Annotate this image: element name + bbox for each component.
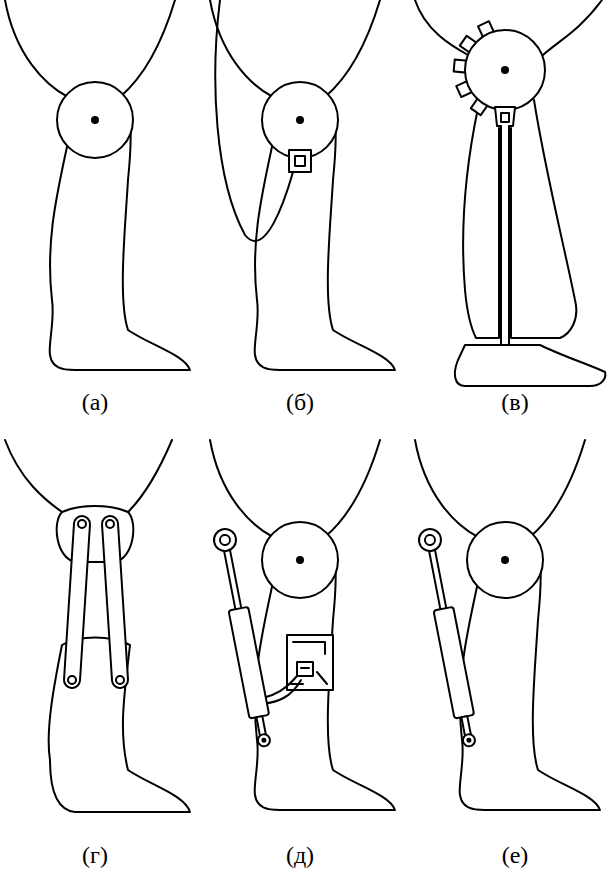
panel-label: (г) <box>82 843 108 867</box>
knee-gear-prosthesis <box>415 0 605 386</box>
knee-plain <box>5 0 190 370</box>
panel-label: (е) <box>502 843 529 867</box>
panel-label: (б) <box>286 390 314 414</box>
knee-sensor <box>210 0 395 370</box>
knee-four-bar <box>5 440 190 812</box>
knee-damper <box>415 440 600 810</box>
panel-label: (д) <box>286 843 314 867</box>
panel-label: (в) <box>501 390 528 414</box>
panel-label: (а) <box>82 390 109 414</box>
knee-controlled-damper <box>210 440 395 810</box>
